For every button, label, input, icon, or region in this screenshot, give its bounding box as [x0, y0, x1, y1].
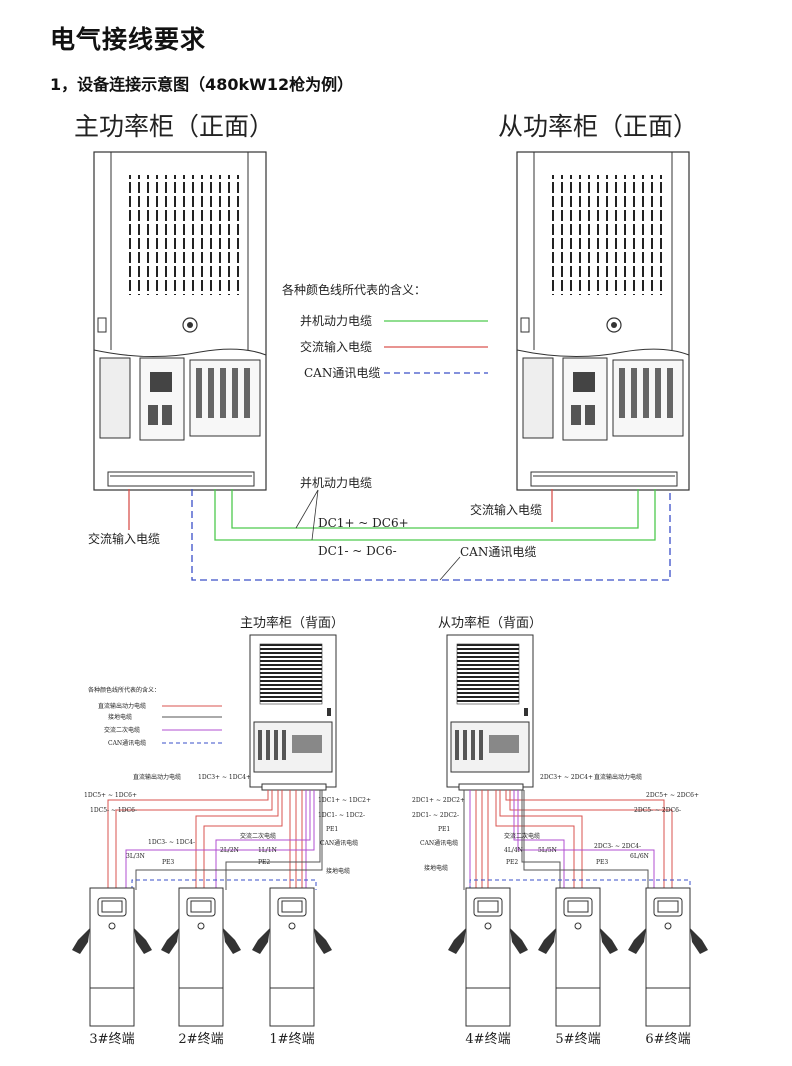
bl-a1: 1DC5+ ~ 1DC6+: [84, 792, 137, 799]
front-dc-pos-label: DC1+ ~ DC6+: [318, 516, 409, 530]
br-pe1: PE1: [438, 826, 450, 833]
terminal-2: [160, 887, 242, 1027]
bl-a2: 1DC3+ ~ 1DC4+: [198, 774, 251, 781]
bl-pe2: PE2: [258, 859, 270, 866]
br-l6: 6L/6N: [630, 853, 649, 860]
bl-l1: 1L/1N: [258, 847, 277, 854]
bl-l2: 2L/2N: [220, 847, 239, 854]
terminal-label-2: 2#终端: [178, 1031, 223, 1047]
br-b4: 2DC5+ ~ 2DC6+: [646, 792, 699, 799]
bl-can: CAN通讯电缆: [320, 839, 358, 847]
br-ground: 接地电缆: [424, 864, 448, 872]
main-cabinet-back: [249, 634, 337, 791]
main-cabinet-front: [93, 151, 267, 491]
front-parallel-label: 并机动力电缆: [300, 476, 372, 490]
front-legend-label-3: CAN通讯电缆: [304, 366, 380, 380]
bl-a6: 1DC1- ~ 1DC2-: [318, 812, 365, 819]
bl-a3: 1DC5- ~ 1DC6-: [90, 807, 137, 814]
back-legend-label-4: CAN通讯电缆: [108, 739, 146, 747]
terminal-5: [537, 887, 619, 1027]
front-legend-label-2: 交流输入电缆: [300, 339, 372, 354]
br-l4: 4L/4N: [504, 847, 523, 854]
front-ac-left-label: 交流输入电缆: [88, 531, 160, 546]
br-ac2: 交流二次电缆: [504, 832, 540, 840]
front-can-label: CAN通讯电缆: [460, 545, 536, 559]
front-legend-title: 各种颜色线所代表的含义：: [282, 282, 426, 297]
br-pe3: PE3: [596, 859, 608, 866]
bl-a5: 1DC1+ ~ 1DC2+: [318, 797, 371, 804]
back-legend-title: 各种颜色线所代表的含义：: [88, 686, 160, 694]
br-b1: 2DC1+ ~ 2DC2+: [412, 797, 465, 804]
terminal-label-3: 3#终端: [89, 1031, 134, 1047]
terminal-3: [71, 887, 153, 1027]
br-b3: 2DC3+ ~ 2DC4+: [540, 774, 593, 781]
br-b5: 2DC5- ~ 2DC6-: [634, 807, 681, 814]
front-legend-label-1: 并机动力电缆: [300, 314, 372, 328]
page-title: 电气接线要求: [50, 25, 207, 54]
terminal-label-4: 4#终端: [465, 1031, 510, 1047]
bl-dc-out: 直流输出动力电缆: [133, 773, 181, 781]
back-legend-label-1: 直流输出动力电缆: [98, 702, 146, 710]
bl-pe3: PE3: [162, 859, 174, 866]
terminal-1: [251, 887, 333, 1027]
terminal-label-6: 6#终端: [645, 1031, 690, 1047]
back-legend-label-2: 接地电缆: [108, 713, 132, 721]
terminal-label-5: 5#终端: [555, 1031, 600, 1047]
bl-ground: 接地电缆: [326, 867, 350, 875]
br-b6: 2DC3- ~ 2DC4-: [594, 843, 641, 850]
br-pe2: PE2: [506, 859, 518, 866]
slave-cabinet-back: [446, 634, 534, 791]
slave-cabinet-front: [516, 151, 690, 491]
back-legend-label-3: 交流二次电缆: [104, 726, 140, 734]
section-title: 1，设备连接示意图（480kW12枪为例）: [50, 75, 354, 94]
slave-cabinet-back-title: 从功率柜（背面）: [438, 615, 542, 631]
main-cabinet-back-title: 主功率柜（背面）: [240, 615, 344, 631]
terminal-4: [447, 887, 529, 1027]
br-dc-out: 直流输出动力电缆: [594, 773, 642, 781]
br-can: CAN通讯电缆: [420, 839, 458, 847]
bl-pe1: PE1: [326, 826, 338, 833]
main-cabinet-front-title: 主功率柜（正面）: [74, 112, 274, 141]
bl-ac2: 交流二次电缆: [240, 832, 276, 840]
bl-l3: 3L/3N: [126, 853, 145, 860]
terminal-label-1: 1#终端: [269, 1031, 314, 1047]
front-wiring: [128, 489, 671, 581]
terminal-6: [627, 887, 709, 1027]
slave-cabinet-front-title: 从功率柜（正面）: [498, 112, 698, 141]
bl-a4: 1DC3- ~ 1DC4-: [148, 839, 195, 846]
front-ac-right-label: 交流输入电缆: [470, 502, 542, 517]
br-b2: 2DC1- ~ 2DC2-: [412, 812, 459, 819]
back-wiring-right: [463, 790, 691, 890]
back-wiring-left: [107, 790, 323, 890]
br-l5: 5L/5N: [538, 847, 557, 854]
front-dc-neg-label: DC1- ~ DC6-: [318, 544, 397, 558]
